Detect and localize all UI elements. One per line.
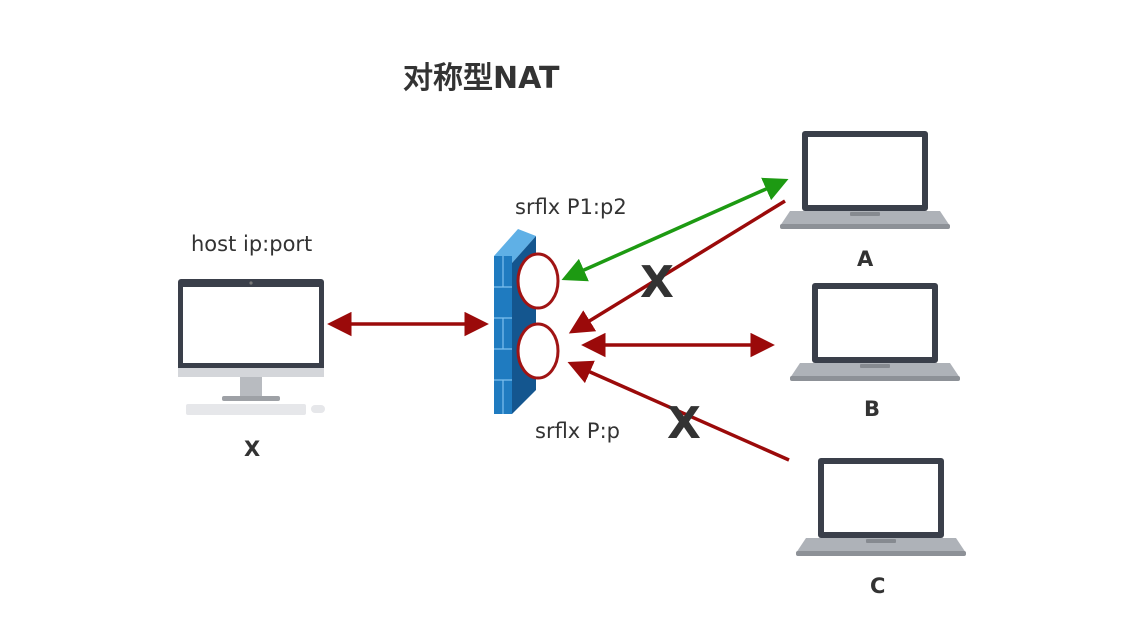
arrow-c-to-p-red — [567, 360, 790, 462]
srflx-p-port-ring — [516, 322, 560, 380]
srflx-p-label: srflx P:p — [535, 419, 620, 443]
blocked-mark-a: X — [640, 257, 674, 308]
laptop-a-icon — [780, 131, 950, 229]
blocked-mark-c: X — [667, 398, 701, 449]
laptop-c-icon — [796, 458, 966, 556]
srflx-p1-label: srflx P1:p2 — [515, 195, 627, 219]
laptop-b-icon — [790, 283, 960, 381]
arrow-a-to-p1-green — [561, 177, 789, 282]
device-label-a: A — [857, 247, 874, 271]
device-label-c: C — [870, 574, 885, 598]
arrow-a-to-p-red — [568, 199, 786, 334]
srflx-p1-port-ring — [516, 252, 560, 310]
desktop-x-icon — [178, 279, 325, 415]
diagram-title: 对称型NAT — [403, 61, 560, 96]
host-label: host ip:port — [191, 232, 312, 256]
device-label-b: B — [864, 397, 880, 421]
device-label-x: X — [244, 437, 260, 461]
